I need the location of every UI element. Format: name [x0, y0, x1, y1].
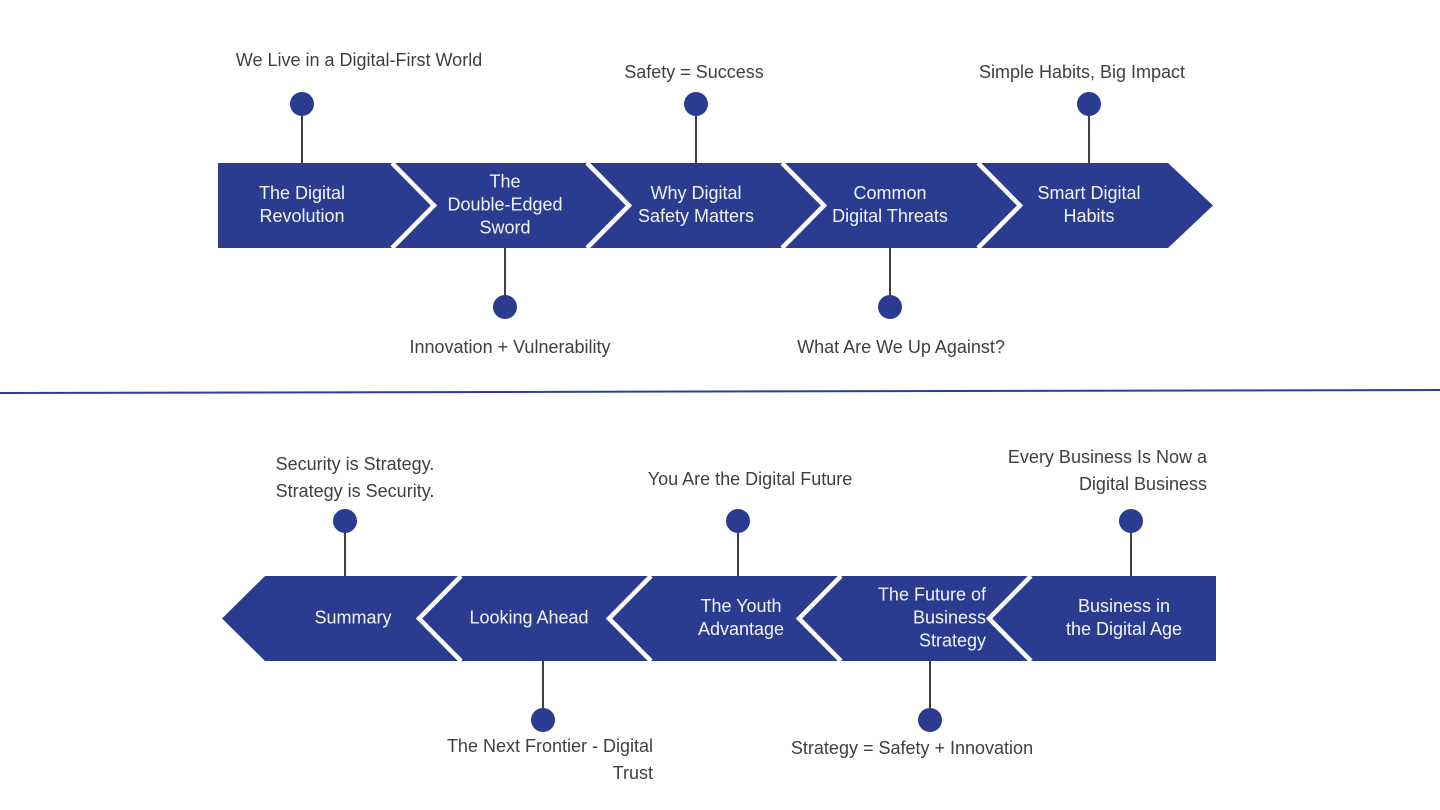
marker-dot-bottom-seg5 [1119, 509, 1143, 533]
top-separator-chevron-2 [585, 161, 633, 250]
top-process-band [218, 163, 1213, 248]
callout-innovation-vulnerability: Innovation + Vulnerability [409, 337, 611, 357]
callout-you-are-digital-future: You Are the Digital Future [647, 469, 853, 489]
segment-label-digital-revolution: The Digital Revolution [258, 183, 346, 226]
marker-dot-bottom-seg3 [726, 509, 750, 533]
bottom-separator-chevron-3 [795, 574, 843, 663]
marker-dot-top-seg4 [878, 295, 902, 319]
callout-what-are-we-up-against: What Are We Up Against? [797, 337, 1005, 357]
bottom-process-band [222, 576, 1216, 661]
callout-safety-equals-success: Safety = Success [624, 62, 764, 82]
segment-label-smart-habits: Smart Digital Habits [1037, 183, 1141, 226]
callout-strategy-safety-innovation: Strategy = Safety + Innovation [790, 738, 1034, 758]
segment-label-looking-ahead: Looking Ahead [469, 607, 589, 628]
segment-label-why-digital-safety: Why Digital Safety Matters [637, 183, 755, 226]
bottom-separator-chevron-2 [605, 574, 653, 663]
segment-label-summary: Summary [314, 607, 392, 628]
segment-label-youth-advantage: The Youth Advantage [697, 596, 785, 639]
marker-dot-top-seg1 [290, 92, 314, 116]
marker-dot-top-seg2 [493, 295, 517, 319]
marker-dot-bottom-seg4 [918, 708, 942, 732]
callout-digital-first-world: We Live in a Digital-First World [235, 50, 483, 70]
section-divider-line [0, 389, 1440, 394]
segment-label-business-digital-age: Business in the Digital Age [1065, 596, 1183, 639]
callout-every-business-digital: Every Business Is Now a Digital Business [1007, 447, 1207, 494]
top-separator-chevron-1 [390, 161, 438, 250]
top-separator-chevron-4 [976, 161, 1024, 250]
marker-dot-bottom-seg2 [531, 708, 555, 732]
callout-next-frontier-digital-trust: The Next Frontier - Digital Trust [446, 736, 653, 783]
marker-dot-bottom-seg1 [333, 509, 357, 533]
bottom-separator-chevron-4 [985, 574, 1033, 663]
segment-label-double-edged-sword: The Double-Edged Sword [447, 171, 563, 238]
bottom-separator-chevron-1 [415, 574, 463, 663]
marker-dot-top-seg3 [684, 92, 708, 116]
segment-label-common-threats: Common Digital Threats [832, 183, 948, 226]
segment-label-future-business-strategy: The Future of Business Strategy [877, 584, 986, 651]
callout-security-is-strategy: Security is Strategy. Strategy is Securi… [275, 454, 435, 501]
top-separator-chevron-3 [780, 161, 828, 250]
marker-dot-top-seg5 [1077, 92, 1101, 116]
callout-simple-habits: Simple Habits, Big Impact [978, 62, 1186, 82]
